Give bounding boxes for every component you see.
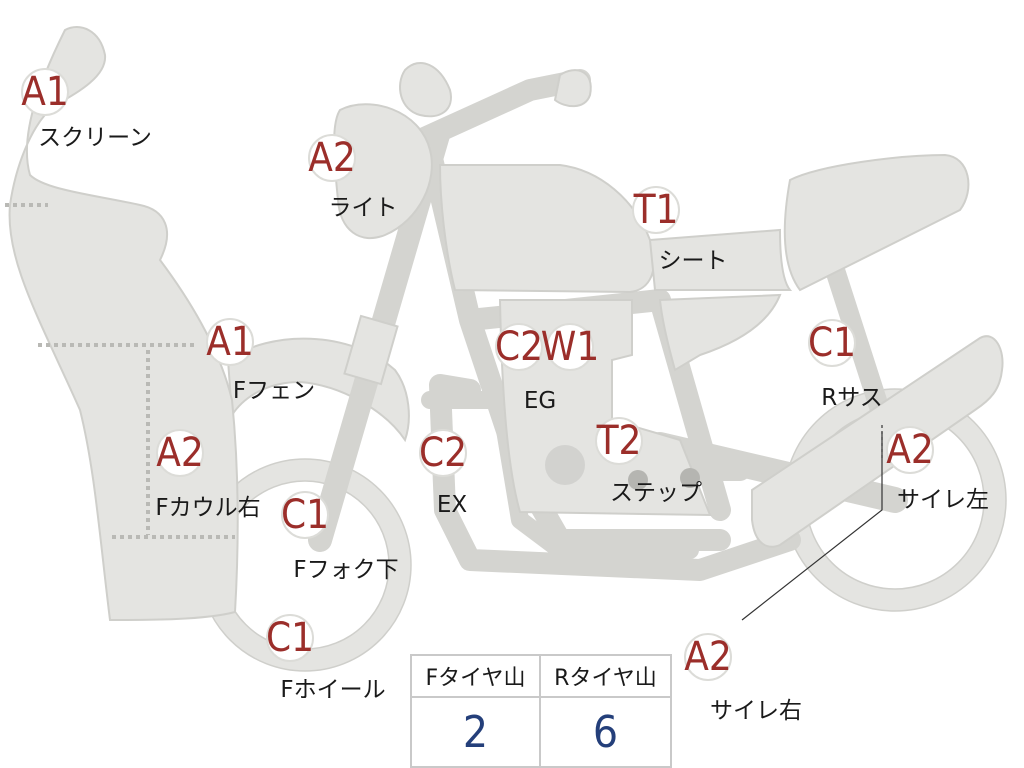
part-badge-step: T2 ステップ bbox=[595, 417, 702, 506]
svg-text:A2: A2 bbox=[156, 430, 204, 476]
svg-text:T2: T2 bbox=[596, 418, 642, 464]
part-badge-f-fender: A1 Fフェン bbox=[206, 318, 315, 404]
part-badge-ex: C2 EX bbox=[419, 429, 468, 518]
svg-text:C1: C1 bbox=[808, 320, 856, 366]
part-badge-seat: T1 シート bbox=[632, 186, 728, 274]
svg-text:A2: A2 bbox=[684, 634, 732, 680]
part-badge-f-fork-lower: C1 Fフォク下 bbox=[281, 491, 399, 583]
part-badge-silencer-left: A2 サイレ左 bbox=[886, 426, 989, 513]
part-badge-silencer-right: A2 サイレ右 bbox=[684, 633, 802, 724]
front-tire-value: 2 bbox=[412, 698, 541, 766]
svg-text:C1: C1 bbox=[281, 492, 329, 538]
svg-text:ステップ: ステップ bbox=[610, 480, 702, 506]
rear-suspension bbox=[825, 260, 890, 420]
svg-text:サイレ右: サイレ右 bbox=[710, 698, 802, 724]
svg-text:スクリーン: スクリーン bbox=[38, 125, 152, 151]
svg-text:W1: W1 bbox=[541, 324, 599, 370]
silencer bbox=[751, 335, 1004, 548]
part-badge-f-cowl-right: A2 Fカウル右 bbox=[155, 429, 261, 521]
part-badge-eg: C2 EG bbox=[495, 323, 556, 414]
seat bbox=[648, 228, 793, 291]
svg-text:ライト: ライト bbox=[329, 195, 398, 221]
part-badge-r-sus: C1 Rサス bbox=[808, 319, 883, 411]
svg-text:C2: C2 bbox=[419, 430, 467, 476]
rear-tire-value: 6 bbox=[592, 706, 619, 758]
part-badge-f-wheel: C1 Fホイール bbox=[266, 614, 386, 703]
svg-text:A2: A2 bbox=[308, 135, 356, 181]
part-badge-light: A2 ライト bbox=[308, 134, 398, 221]
svg-text:Fフォク下: Fフォク下 bbox=[293, 557, 398, 583]
svg-text:Fフェン: Fフェン bbox=[233, 378, 315, 404]
svg-text:A1: A1 bbox=[206, 319, 254, 365]
part-badge-eg-w: W1 bbox=[541, 323, 599, 371]
svg-text:EX: EX bbox=[437, 492, 468, 518]
svg-text:A2: A2 bbox=[886, 427, 934, 473]
svg-text:シート: シート bbox=[659, 248, 728, 274]
front-tire-header: Fタイヤ山 bbox=[412, 656, 541, 698]
tire-tread-table: Fタイヤ山 Rタイヤ山 2 6 bbox=[410, 654, 672, 768]
svg-text:サイレ左: サイレ左 bbox=[897, 487, 989, 513]
svg-text:Fカウル右: Fカウル右 bbox=[155, 495, 260, 521]
svg-text:C1: C1 bbox=[266, 615, 314, 661]
svg-text:Fホイール: Fホイール bbox=[280, 677, 385, 703]
svg-text:T1: T1 bbox=[633, 187, 679, 233]
svg-text:A1: A1 bbox=[21, 69, 69, 115]
svg-text:Rサス: Rサス bbox=[821, 385, 883, 411]
rear-tire-header: Rタイヤ山 bbox=[541, 656, 670, 698]
svg-text:EG: EG bbox=[524, 388, 556, 414]
tail-cowl bbox=[783, 153, 970, 292]
svg-text:C2: C2 bbox=[495, 324, 543, 370]
part-badge-screen: A1 スクリーン bbox=[21, 68, 152, 151]
fuel-tank bbox=[438, 164, 655, 294]
